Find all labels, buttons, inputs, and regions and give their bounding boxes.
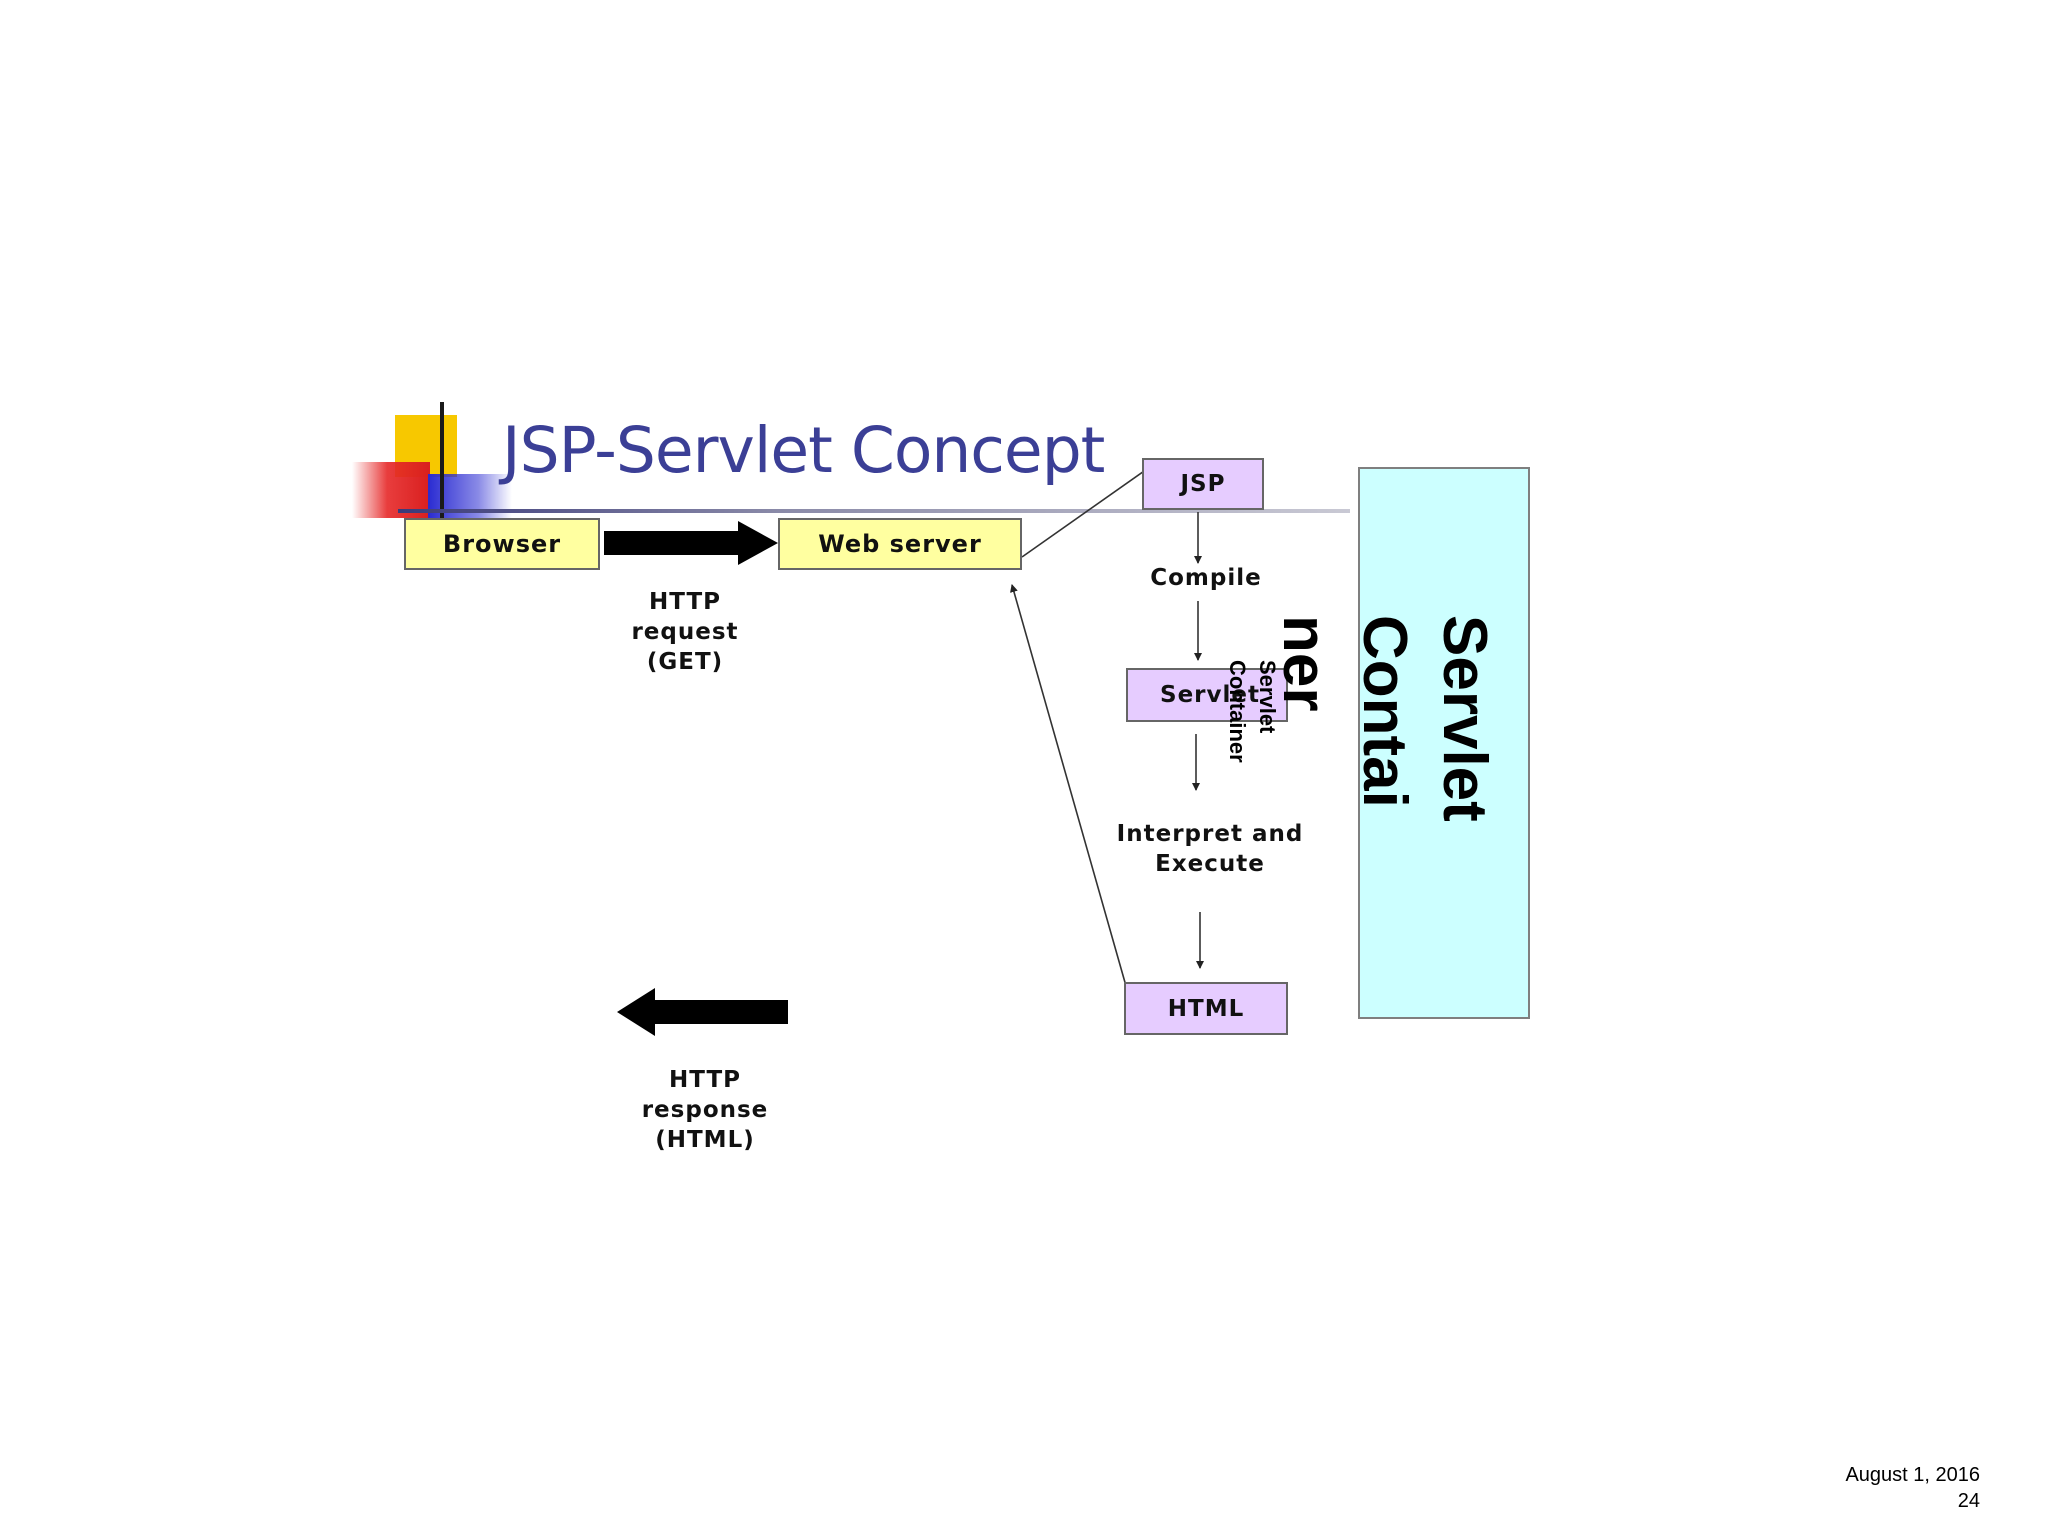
servlet-container-small-line-1: Servlet [1255, 660, 1280, 734]
servlet-container-big-line-1: Servlet [1430, 615, 1499, 822]
http-response-line-2: response [641, 1097, 769, 1123]
servlet-container-box [1358, 467, 1530, 1019]
servlet-container-small-line-2: Container [1225, 660, 1250, 763]
servlet-box: Servlet [1126, 668, 1288, 722]
jsp-box: JSP [1142, 458, 1264, 510]
http-response-label: HTTP response (HTML) [630, 1065, 780, 1155]
http-request-line-3: (GET) [646, 649, 724, 675]
http-response-arrow [617, 988, 788, 1036]
servlet-container-big-line-3: ner [1270, 615, 1339, 712]
http-request-line-1: HTTP [648, 589, 721, 615]
http-request-label: HTTP request (GET) [630, 587, 740, 677]
servlet-container-big-line-2: Contai [1350, 615, 1419, 808]
http-request-line-2: request [631, 619, 739, 645]
servlet-container-small-label: Servlet Container [1222, 660, 1282, 820]
http-response-line-3: (HTML) [655, 1127, 755, 1153]
title-underline-rule [398, 509, 1350, 513]
webserver-to-jsp-line [1021, 468, 1148, 558]
interpret-line-1: Interpret and [1116, 821, 1304, 847]
slide-title: JSP-Servlet Concept [502, 413, 1105, 487]
page-number: 24 [1957, 1490, 1980, 1512]
browser-box: Browser [404, 518, 600, 570]
servlet-container-big-label: Servlet Contai ner [1264, 615, 1504, 875]
interpret-line-2: Execute [1155, 851, 1265, 877]
http-response-line-1: HTTP [668, 1067, 741, 1093]
html-to-webserver-line [1010, 584, 1129, 994]
compile-label: Compile [1150, 565, 1262, 591]
web-server-box: Web server [778, 518, 1022, 570]
http-request-arrow [604, 521, 778, 565]
interpret-execute-label: Interpret and Execute [1112, 819, 1308, 879]
html-box: HTML [1124, 982, 1288, 1035]
title-decoration-vertical-line [440, 402, 444, 526]
footer-date: August 1, 2016 [1845, 1464, 1980, 1486]
title-decoration-red-square [352, 462, 430, 518]
